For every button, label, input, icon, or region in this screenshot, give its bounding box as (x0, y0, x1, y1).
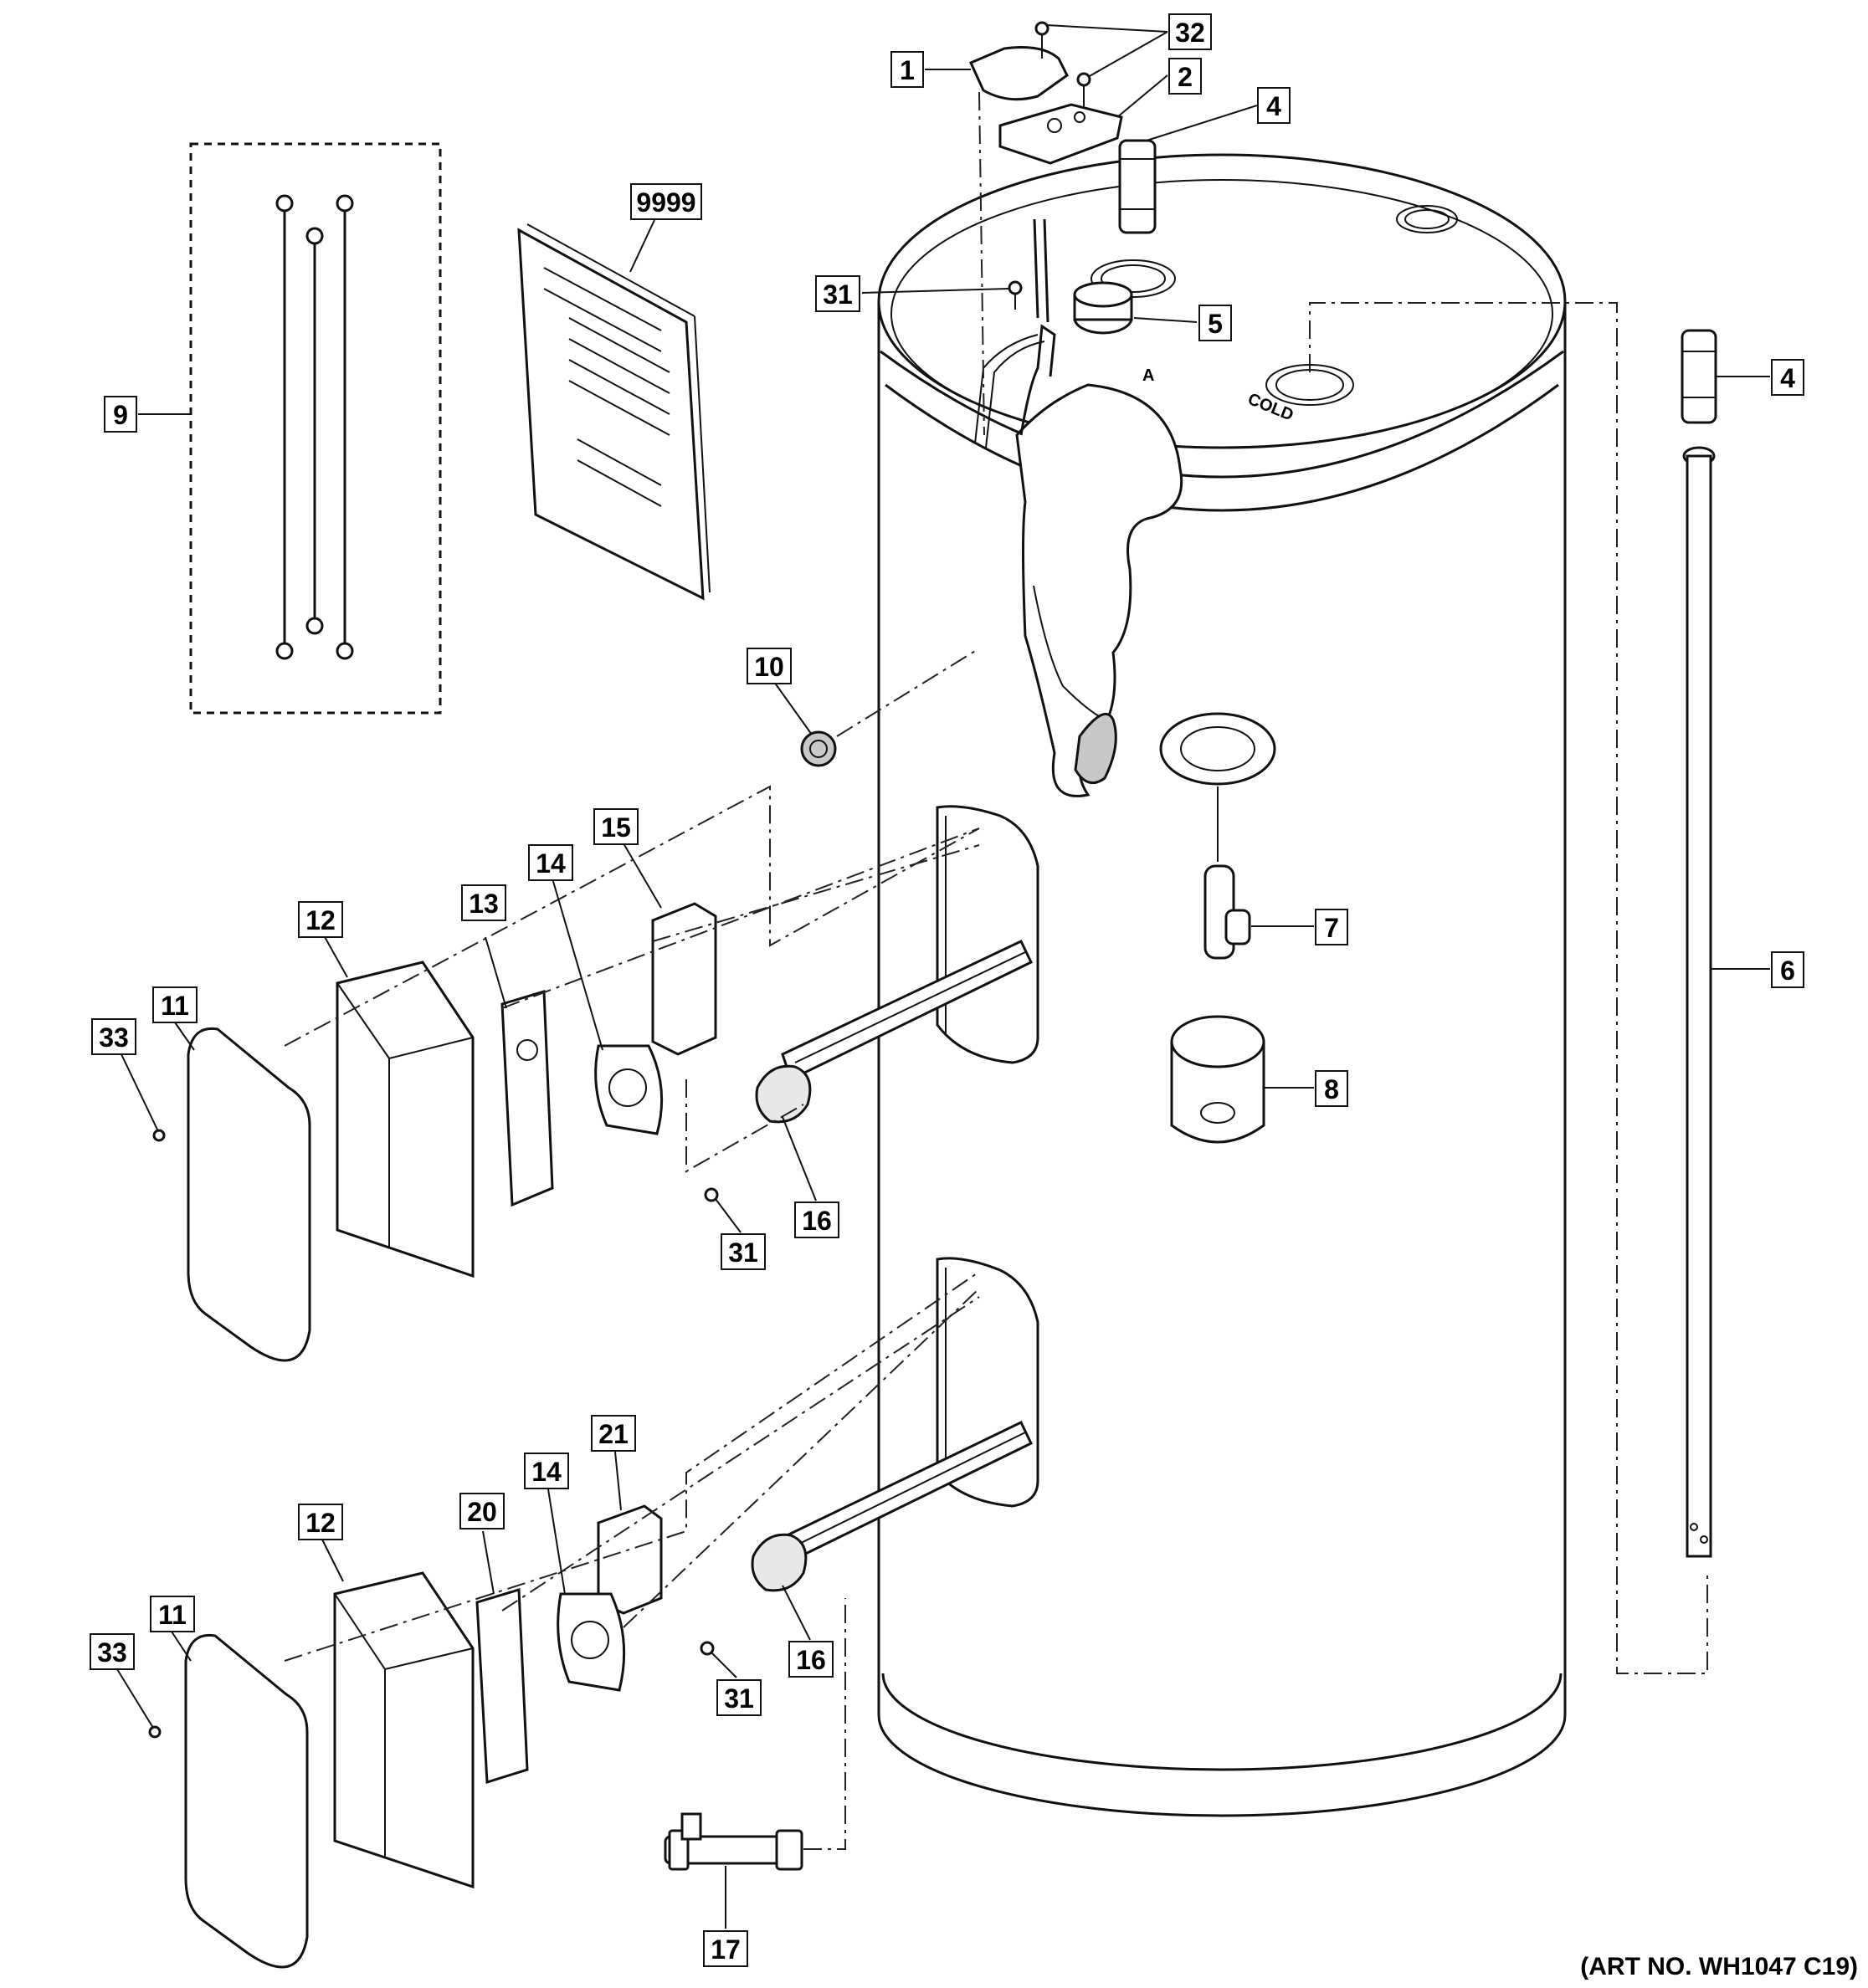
svg-text:15: 15 (601, 812, 631, 843)
callout-16-lower: 16 (788, 1641, 834, 1678)
callout-9: 9 (104, 396, 137, 433)
callout-4-right: 4 (1771, 359, 1804, 396)
part-13-insulation-shield (500, 990, 554, 1207)
callout-21: 21 (591, 1415, 636, 1452)
part-11-cover-lower (184, 1633, 309, 1969)
svg-text:12: 12 (305, 905, 336, 935)
part-6-dip-tube (1682, 446, 1716, 1558)
callout-20: 20 (459, 1493, 505, 1529)
callout-9999: 9999 (630, 183, 702, 220)
svg-text:5: 5 (1208, 309, 1223, 339)
callout-33-lower: 33 (90, 1633, 135, 1670)
leader-lines (116, 24, 1770, 1929)
svg-text:32: 32 (1175, 18, 1205, 48)
callout-13: 13 (461, 884, 506, 921)
part-11-cover-upper (187, 1027, 311, 1362)
svg-text:6: 6 (1780, 956, 1795, 986)
callout-14-lower: 14 (524, 1453, 569, 1489)
callout-31-top: 31 (815, 275, 860, 312)
callout-12-upper: 12 (298, 901, 343, 938)
callout-15: 15 (593, 808, 639, 845)
a-marking: A (1142, 366, 1154, 385)
svg-text:17: 17 (711, 1934, 741, 1965)
svg-text:8: 8 (1324, 1074, 1339, 1104)
callout-6: 6 (1771, 951, 1804, 988)
part-31-screw-upper (704, 1187, 719, 1202)
svg-text:11: 11 (161, 991, 189, 1021)
part-17-drain-valve (664, 1812, 803, 1871)
callout-11-upper: 11 (152, 986, 198, 1023)
callout-2: 2 (1168, 58, 1202, 95)
part-32-screws (1034, 21, 1091, 109)
part-12-insulation-upper (336, 961, 475, 1278)
callout-12-lower: 12 (298, 1504, 343, 1540)
part-4-nipple-top (1118, 139, 1157, 234)
part-12-insulation-lower (333, 1571, 475, 1889)
svg-text:21: 21 (598, 1419, 629, 1449)
part-5-plug (1073, 281, 1133, 335)
callout-14-upper: 14 (528, 844, 573, 881)
part-4-nipple-right (1681, 329, 1717, 424)
part-33-screw-lower (148, 1725, 162, 1739)
part-9999-manual (517, 223, 711, 601)
part-8-foam-sleeve (1170, 1015, 1265, 1144)
svg-text:9: 9 (113, 400, 128, 430)
callout-5: 5 (1198, 305, 1232, 341)
callout-11-lower: 11 (150, 1596, 195, 1632)
part-31-screw-top (1008, 280, 1023, 310)
svg-text:16: 16 (802, 1206, 832, 1236)
callout-16-upper: 16 (794, 1202, 839, 1238)
svg-text:1: 1 (900, 55, 915, 85)
svg-text:2: 2 (1178, 62, 1193, 92)
svg-text:13: 13 (469, 889, 499, 919)
svg-text:14: 14 (536, 848, 566, 879)
callout-8: 8 (1315, 1070, 1348, 1107)
water-heater-tank: COLD A (751, 153, 1567, 1817)
alignment-lines (284, 91, 1708, 1850)
svg-text:10: 10 (754, 652, 784, 682)
callout-10: 10 (747, 648, 792, 684)
part-14-bracket-lower (557, 1592, 626, 1692)
svg-text:7: 7 (1324, 913, 1339, 943)
callout-1: 1 (890, 51, 924, 88)
svg-text:12: 12 (305, 1508, 336, 1538)
svg-text:31: 31 (724, 1683, 754, 1714)
callout-31-lower: 31 (716, 1679, 762, 1716)
svg-text:33: 33 (99, 1022, 129, 1053)
part-31-screw-lower (700, 1641, 715, 1656)
part-1-cover-plate (968, 46, 1069, 101)
part-10-grommet (800, 730, 837, 767)
callout-17: 17 (703, 1930, 748, 1967)
part-14-bracket-upper (594, 1044, 664, 1135)
part-33-screw-upper (152, 1129, 166, 1142)
callout-33-upper: 33 (91, 1018, 136, 1055)
svg-text:11: 11 (158, 1600, 187, 1630)
art-number-label: (ART NO. WH1047 C19) (1580, 1953, 1858, 1980)
part-9-wire-kit (189, 142, 442, 715)
svg-text:33: 33 (97, 1637, 127, 1668)
svg-text:31: 31 (728, 1237, 758, 1268)
svg-text:14: 14 (531, 1457, 562, 1487)
callout-4-top: 4 (1257, 87, 1291, 124)
callout-31-upper: 31 (721, 1233, 766, 1270)
part-20-insulation-shield-lower (475, 1588, 529, 1785)
svg-text:9999: 9999 (636, 187, 695, 218)
callout-32: 32 (1168, 13, 1212, 50)
part-2-terminal-block (998, 103, 1123, 165)
svg-text:4: 4 (1266, 91, 1281, 121)
part-7-dip-tube-fitting (1159, 712, 1276, 960)
svg-text:16: 16 (796, 1645, 826, 1675)
svg-text:20: 20 (467, 1497, 497, 1527)
svg-text:4: 4 (1780, 363, 1795, 393)
svg-text:31: 31 (823, 279, 853, 310)
part-15-thermostat-upper (651, 902, 717, 1056)
callout-7: 7 (1315, 909, 1348, 945)
